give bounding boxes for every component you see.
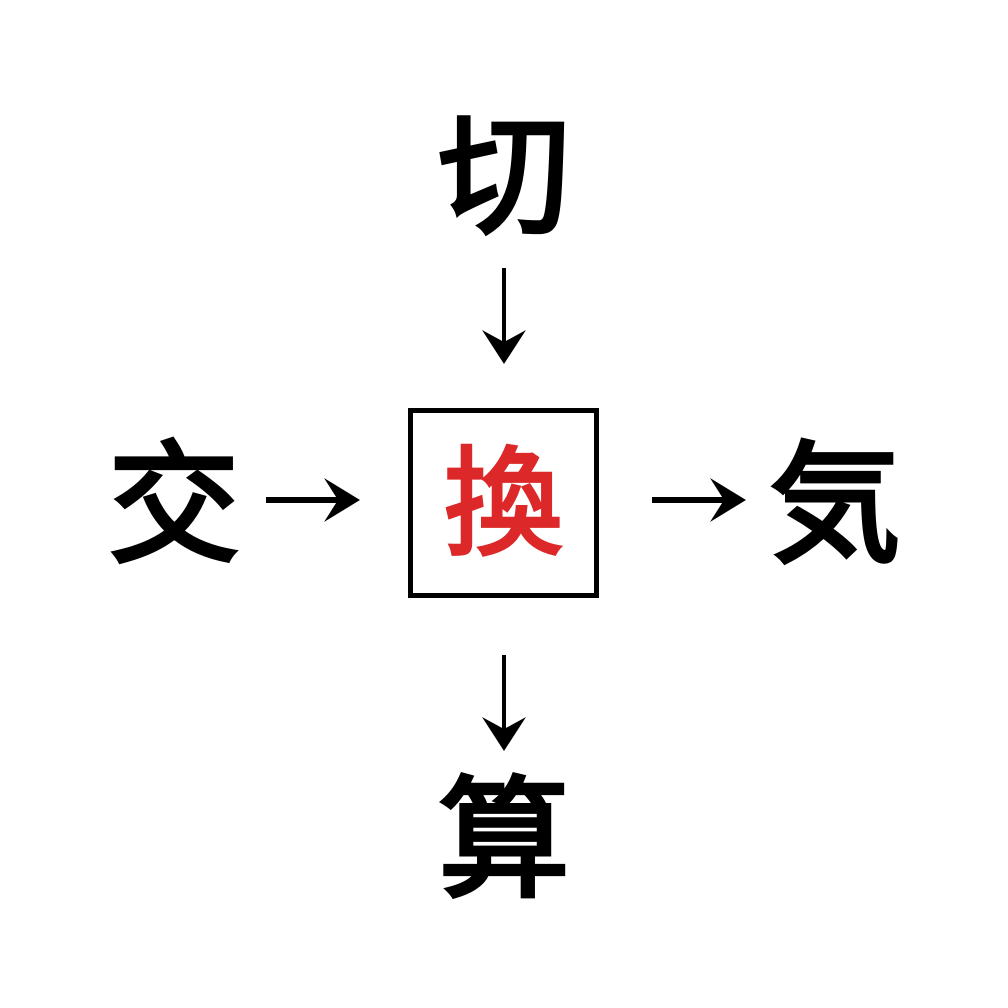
arrow-right-right bbox=[648, 470, 748, 530]
center-kanji-box: 換 bbox=[408, 408, 599, 598]
kanji-center: 換 bbox=[444, 435, 563, 573]
kanji-right: 気 bbox=[769, 429, 901, 583]
arrow-right-left bbox=[262, 470, 362, 530]
kanji-left: 交 bbox=[108, 429, 240, 583]
arrow-down-bottom bbox=[474, 655, 534, 751]
kanji-top: 切 bbox=[438, 101, 570, 255]
kanji-bottom: 算 bbox=[438, 764, 570, 918]
arrow-down-top bbox=[474, 268, 534, 364]
